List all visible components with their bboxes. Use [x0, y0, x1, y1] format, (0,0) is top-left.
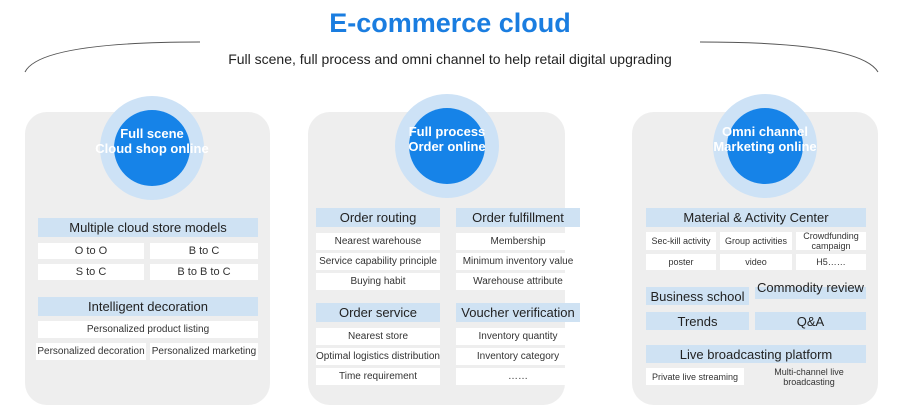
circle-subtitle: Marketing online	[713, 139, 817, 154]
circle-title: Omni channel	[722, 124, 808, 139]
page-title: E-commerce cloud	[329, 8, 571, 38]
material-cell: Sec-kill activity	[646, 232, 716, 250]
section-header: Intelligent decoration	[38, 297, 258, 316]
circle-title: Full scene	[120, 126, 184, 141]
decoration-cell: Personalized decoration	[36, 343, 146, 360]
section-header: Order routing	[316, 208, 440, 227]
routing-cell: Nearest warehouse	[316, 233, 440, 250]
model-cell: S to C	[38, 264, 144, 280]
material-cell: H5……	[796, 254, 866, 270]
material-cell: video	[720, 254, 792, 270]
section-header: Multiple cloud store models	[38, 218, 258, 237]
circle-subtitle: Order online	[408, 139, 486, 154]
routing-cell: Service capability principle	[316, 253, 440, 270]
service-cell: Optimal logistics distribution	[316, 348, 440, 365]
service-cell: Time requirement	[316, 368, 440, 385]
model-cell: B to C	[150, 243, 258, 259]
material-cell: Group activities	[720, 232, 792, 250]
model-cell: B to B to C	[150, 264, 258, 280]
section-header: Material & Activity Center	[646, 208, 866, 227]
section-header: Order fulfillment	[456, 208, 580, 227]
tile-commodity-review: Commodity review	[755, 281, 866, 299]
section-header: Order service	[316, 303, 440, 322]
service-cell: Nearest store	[316, 328, 440, 345]
tile-business-school: Business school	[646, 287, 749, 305]
material-cell: Crowdfunding campaign	[796, 231, 866, 251]
voucher-cell: Inventory quantity	[456, 328, 580, 345]
fulfillment-cell: Minimum inventory value	[456, 253, 580, 270]
section-header: Live broadcasting platform	[646, 345, 866, 363]
voucher-cell: ……	[456, 368, 580, 385]
decoration-cell: Personalized product listing	[38, 321, 258, 338]
material-cell: poster	[646, 254, 716, 270]
tile-trends: Trends	[646, 312, 749, 330]
routing-cell: Buying habit	[316, 273, 440, 290]
fulfillment-cell: Warehouse attribute	[456, 273, 580, 290]
model-cell: O to O	[38, 243, 144, 259]
tile-qa: Q&A	[755, 312, 866, 330]
page-subtitle: Full scene, full process and omni channe…	[228, 51, 672, 67]
header-arc	[24, 41, 879, 73]
decoration-cell: Personalized marketing	[150, 343, 258, 360]
live-cell: Private live streaming	[646, 368, 744, 385]
circle-title: Full process	[408, 124, 486, 139]
voucher-cell: Inventory category	[456, 348, 580, 365]
section-header: Voucher verification	[456, 303, 580, 322]
live-cell: Multi-channel live broadcasting	[774, 366, 844, 387]
circle-subtitle: Cloud shop online	[95, 141, 209, 156]
fulfillment-cell: Membership	[456, 233, 580, 250]
